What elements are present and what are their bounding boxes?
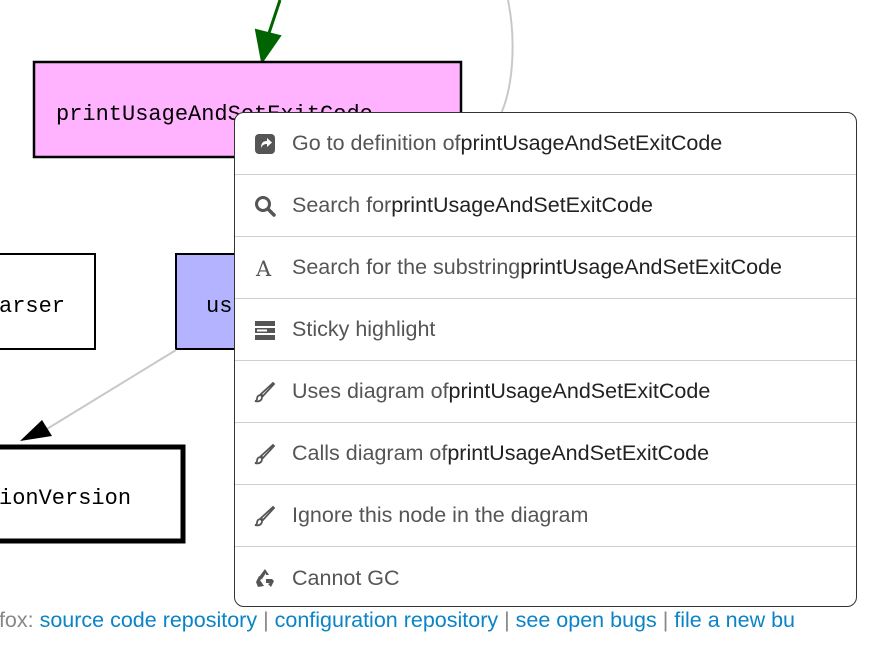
menu-item-goto-definition[interactable]: Go to definition of printUsageAndSetExit… bbox=[235, 113, 856, 175]
menu-item-symbol: printUsageAndSetExitCode bbox=[447, 441, 710, 465]
file-new-bug-link[interactable]: file a new bu bbox=[674, 608, 795, 632]
menu-item-prefix: Search for bbox=[292, 193, 392, 217]
footer-separator: | bbox=[498, 608, 516, 632]
footer-separator: | bbox=[656, 608, 675, 632]
source-code-repository-link[interactable]: source code repository bbox=[39, 608, 258, 632]
gray-edge bbox=[41, 349, 177, 433]
search-icon bbox=[253, 194, 277, 218]
svg-text:A: A bbox=[255, 257, 272, 279]
incoming-edge-arrow bbox=[254, 28, 282, 65]
menu-item-prefix: Ignore this node in the diagram bbox=[292, 503, 589, 527]
menu-item-cannot-gc[interactable]: Cannot GC bbox=[235, 547, 856, 606]
menu-item-prefix: Uses diagram of bbox=[292, 379, 449, 403]
menu-item-prefix: Search for the substring bbox=[292, 255, 521, 279]
goto-definition-icon bbox=[253, 132, 277, 156]
menu-item-prefix: Sticky highlight bbox=[292, 317, 436, 341]
menu-item-prefix: Calls diagram of bbox=[292, 441, 448, 465]
recycle-icon bbox=[253, 566, 277, 590]
menu-item-prefix: Go to definition of bbox=[292, 131, 461, 155]
brush-icon bbox=[253, 380, 277, 404]
menu-item-symbol: printUsageAndSetExitCode bbox=[520, 255, 783, 279]
context-menu: Go to definition of printUsageAndSetExit… bbox=[234, 112, 857, 607]
node-version[interactable]: ionVersion bbox=[0, 444, 186, 544]
sticky-highlight-icon bbox=[253, 318, 277, 342]
gray-curve-edge bbox=[497, 0, 514, 121]
menu-item-symbol: printUsageAndSetExitCode bbox=[391, 193, 653, 217]
incoming-edge bbox=[266, 0, 282, 37]
node-version-label: ionVersion bbox=[0, 486, 131, 511]
node-uses-label: us bbox=[206, 294, 232, 319]
menu-item-sticky-highlight[interactable]: Sticky highlight bbox=[235, 299, 856, 361]
menu-item-uses-diagram[interactable]: Uses diagram of printUsageAndSetExitCode bbox=[235, 361, 856, 423]
menu-item-ignore-node[interactable]: Ignore this node in the diagram bbox=[235, 485, 856, 547]
open-bugs-link[interactable]: see open bugs bbox=[515, 608, 657, 632]
menu-item-search-substring[interactable]: A Search for the substring printUsageAnd… bbox=[235, 237, 856, 299]
node-parser[interactable]: arser bbox=[0, 253, 96, 350]
menu-item-prefix: Cannot GC bbox=[292, 565, 400, 590]
footer: nfox: source code repository | configura… bbox=[0, 608, 892, 638]
footer-prefix: nfox: bbox=[0, 608, 34, 632]
node-parser-label: arser bbox=[0, 294, 65, 319]
menu-item-search[interactable]: Search for printUsageAndSetExitCode bbox=[235, 175, 856, 237]
brush-icon bbox=[253, 504, 277, 528]
menu-item-symbol: printUsageAndSetExitCode bbox=[448, 379, 711, 403]
footer-separator: | bbox=[257, 608, 275, 632]
brush-icon bbox=[253, 442, 277, 466]
gray-edge-arrow bbox=[20, 420, 52, 441]
substring-icon: A bbox=[253, 256, 277, 280]
menu-item-calls-diagram[interactable]: Calls diagram of printUsageAndSetExitCod… bbox=[235, 423, 856, 485]
configuration-repository-link[interactable]: configuration repository bbox=[274, 608, 499, 632]
menu-item-symbol: printUsageAndSetExitCode bbox=[460, 131, 723, 155]
